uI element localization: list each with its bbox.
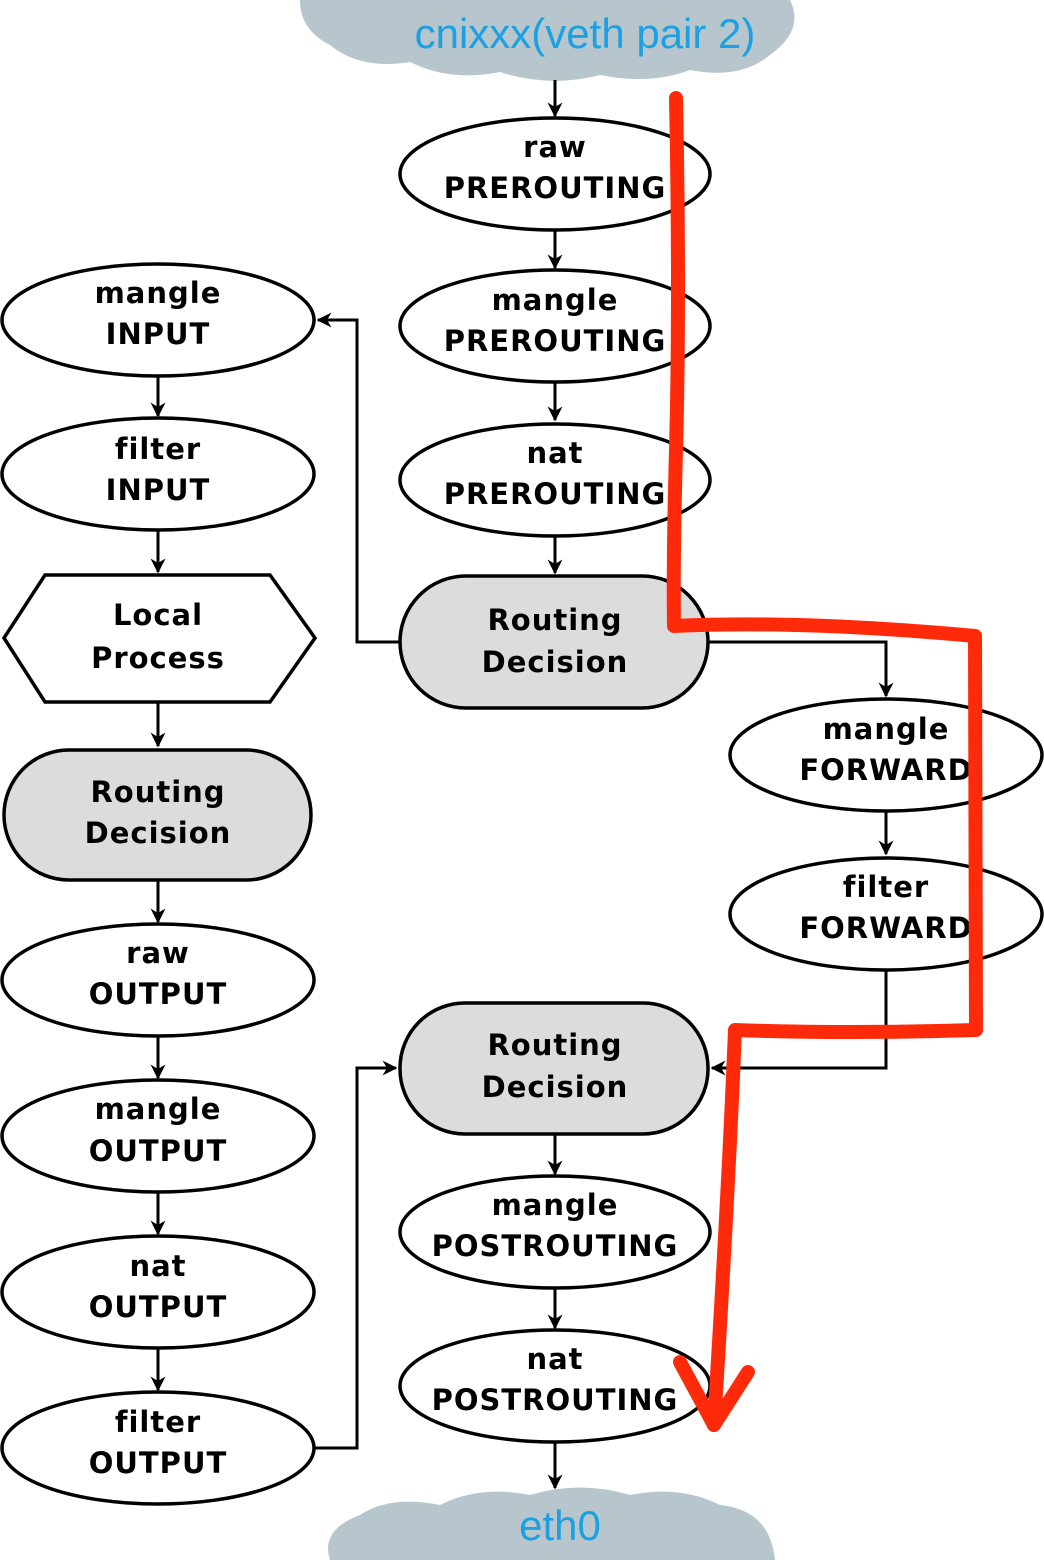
node-chain-label: OUTPUT — [89, 1134, 228, 1168]
node-chain-label: POSTROUTING — [432, 1229, 679, 1263]
node-line2-label: Process — [91, 641, 225, 675]
node-routing-decision-postrouting: Routing Decision — [398, 1001, 710, 1136]
top-cloud-label: cnixxx(veth pair 2) — [415, 10, 756, 57]
node-line1-label: Routing — [487, 603, 622, 637]
annotation-arrowhead — [673, 1355, 755, 1432]
bottom-cloud-label: eth0 — [519, 1502, 601, 1549]
node-line2-label: Decision — [482, 645, 629, 679]
node-mangle-output: mangle OUTPUT — [0, 1078, 316, 1194]
node-filter-forward: filter FORWARD — [728, 856, 1044, 972]
node-line2-label: Decision — [85, 816, 232, 850]
node-nat-postrouting: nat POSTROUTING — [398, 1328, 712, 1444]
node-line1-label: Local — [113, 598, 203, 632]
node-chain-label: OUTPUT — [89, 1446, 228, 1480]
nodes: raw PREROUTING mangle PREROUTING nat PRE… — [0, 116, 1044, 1506]
node-nat-prerouting: nat PREROUTING — [398, 422, 712, 538]
node-table-label: raw — [126, 936, 190, 970]
edge-filter-output-to-routing — [315, 1060, 398, 1450]
edges — [150, 80, 894, 1490]
edge-routing-to-mangle-input — [316, 312, 400, 644]
node-table-label: filter — [115, 1405, 201, 1439]
node-line1-label: Routing — [487, 1028, 622, 1062]
annotation-path-line — [666, 91, 983, 1432]
node-chain-label: FORWARD — [799, 753, 972, 787]
edge-routing-to-mangle-forward — [708, 640, 894, 698]
node-chain-label: PREROUTING — [444, 477, 667, 511]
node-mangle-prerouting: mangle PREROUTING — [398, 268, 712, 384]
node-chain-label: PREROUTING — [444, 171, 667, 205]
node-table-label: raw — [523, 130, 587, 164]
node-table-label: mangle — [823, 712, 950, 746]
node-raw-prerouting: raw PREROUTING — [398, 116, 712, 232]
top-cloud: cnixxx(veth pair 2) — [300, 0, 795, 81]
node-mangle-forward: mangle FORWARD — [728, 697, 1044, 813]
node-table-label: mangle — [95, 276, 222, 310]
node-filter-output: filter OUTPUT — [0, 1390, 316, 1506]
node-line1-label: Routing — [90, 775, 225, 809]
node-chain-label: PREROUTING — [444, 324, 667, 358]
annotation-packet-path — [666, 91, 983, 1432]
node-chain-label: OUTPUT — [89, 1290, 228, 1324]
node-table-label: mangle — [492, 283, 619, 317]
edge-filter-forward-to-routing — [710, 968, 888, 1076]
node-routing-decision-output: Routing Decision — [2, 748, 313, 882]
node-chain-label: INPUT — [106, 317, 211, 351]
node-routing-decision-prerouting: Routing Decision — [398, 574, 710, 710]
node-table-label: filter — [115, 432, 201, 466]
node-line2-label: Decision — [482, 1070, 629, 1104]
node-mangle-input: mangle INPUT — [0, 262, 316, 378]
node-table-label: nat — [526, 1342, 583, 1376]
node-raw-output: raw OUTPUT — [0, 922, 316, 1038]
node-local-process: Local Process — [1, 573, 318, 704]
node-table-label: nat — [129, 1249, 186, 1283]
node-filter-input: filter INPUT — [0, 416, 316, 532]
node-chain-label: FORWARD — [799, 911, 972, 945]
node-chain-label: INPUT — [106, 473, 211, 507]
node-nat-output: nat OUTPUT — [0, 1234, 316, 1350]
bottom-cloud: eth0 — [328, 1487, 775, 1560]
node-table-label: filter — [843, 870, 929, 904]
node-mangle-postrouting: mangle POSTROUTING — [398, 1174, 712, 1290]
node-table-label: mangle — [492, 1188, 619, 1222]
node-table-label: nat — [526, 436, 583, 470]
node-chain-label: OUTPUT — [89, 977, 228, 1011]
node-chain-label: POSTROUTING — [432, 1383, 679, 1417]
node-table-label: mangle — [95, 1092, 222, 1126]
